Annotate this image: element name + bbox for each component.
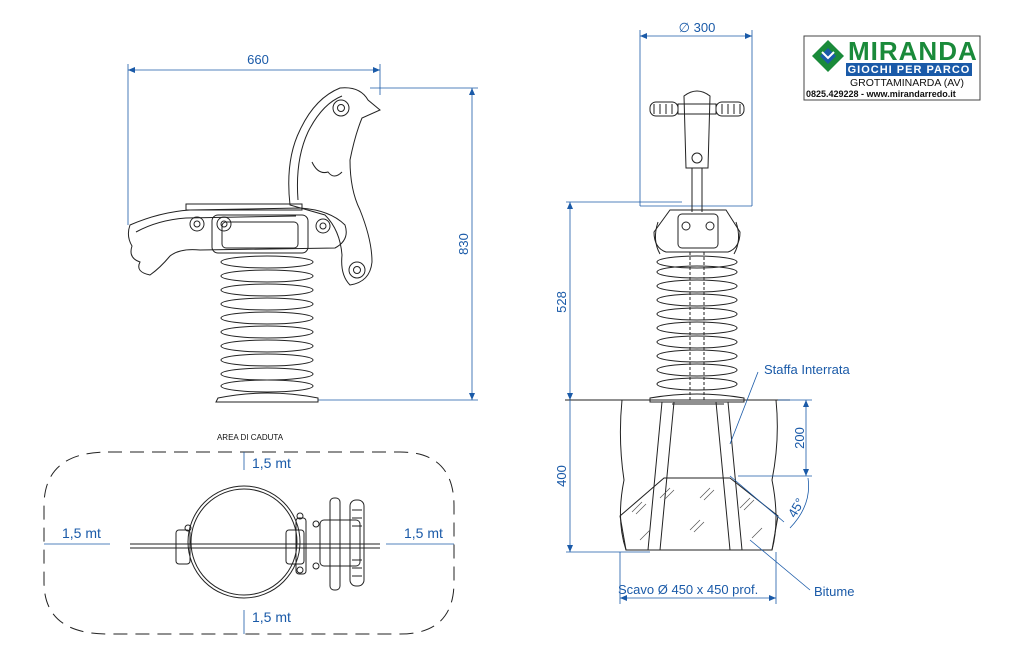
logo-contact: 0825.429228 - www.mirandarredo.it — [806, 89, 956, 99]
front-handle — [649, 90, 745, 212]
miranda-logo: MIRANDA GIOCHI PER PARCO GROTTAMINARDA (… — [803, 35, 981, 101]
top-view-toy — [130, 485, 380, 599]
foundation-depth-label: 400 — [554, 465, 569, 487]
side-view: 660 830 — [127, 52, 478, 403]
scavo-label: Scavo Ø 450 x 450 prof. — [618, 582, 758, 597]
anchor-depth-label: 200 — [792, 427, 807, 449]
fall-top-label: 1,5 mt — [252, 455, 291, 471]
front-spring — [649, 252, 745, 403]
fall-area-title: AREA DI CADUTA — [217, 433, 284, 442]
fall-area-view: AREA DI CADUTA 1,5 mt 1,5 mt 1,5 mt 1,5 … — [43, 433, 455, 635]
front-seat — [653, 209, 741, 255]
fall-left-label: 1,5 mt — [62, 525, 101, 541]
bitume-label: Bitume — [814, 584, 854, 599]
side-height-label: 830 — [456, 233, 471, 255]
side-head — [288, 87, 381, 286]
miranda-emblem-icon — [812, 40, 844, 72]
front-view: ∅ 300 528 — [554, 20, 854, 604]
fall-right-label: 1,5 mt — [404, 525, 443, 541]
side-width-label: 660 — [247, 52, 269, 67]
angle-label: 45° — [785, 495, 808, 520]
logo-brand: MIRANDA — [848, 36, 978, 66]
side-spring — [215, 255, 319, 403]
logo-tagline: GIOCHI PER PARCO — [848, 64, 971, 76]
front-height-label: 528 — [554, 291, 569, 313]
side-seat — [127, 203, 347, 276]
logo-city: GROTTAMINARDA (AV) — [850, 77, 964, 89]
fall-bottom-label: 1,5 mt — [252, 609, 291, 625]
front-diameter-label: ∅ 300 — [679, 20, 716, 35]
staffa-label: Staffa Interrata — [764, 362, 851, 377]
